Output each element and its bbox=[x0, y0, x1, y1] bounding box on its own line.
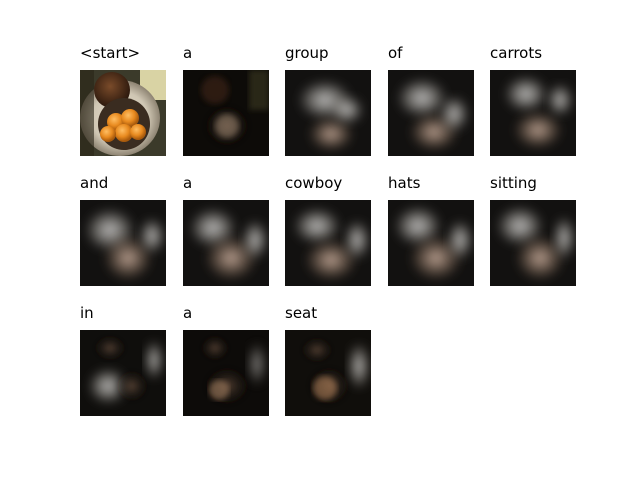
attention-map bbox=[285, 330, 371, 416]
caption-word: hats bbox=[388, 174, 421, 192]
attention-map bbox=[183, 200, 269, 286]
caption-word: sitting bbox=[490, 174, 537, 192]
caption-word: of bbox=[388, 44, 403, 62]
attention-map bbox=[285, 70, 371, 156]
source-image bbox=[80, 70, 166, 156]
caption-word: seat bbox=[285, 304, 318, 322]
caption-word: in bbox=[80, 304, 94, 322]
attention-map bbox=[80, 200, 166, 286]
attention-map bbox=[183, 330, 269, 416]
caption-word: a bbox=[183, 174, 193, 192]
caption-word: <start> bbox=[80, 44, 141, 62]
caption-word: cowboy bbox=[285, 174, 343, 192]
attention-map bbox=[388, 70, 474, 156]
caption-word: a bbox=[183, 44, 193, 62]
attention-map bbox=[490, 200, 576, 286]
attention-map bbox=[80, 330, 166, 416]
attention-map bbox=[183, 70, 269, 156]
attention-map bbox=[285, 200, 371, 286]
attention-map bbox=[490, 70, 576, 156]
caption-word: group bbox=[285, 44, 329, 62]
caption-word: a bbox=[183, 304, 193, 322]
caption-word: and bbox=[80, 174, 109, 192]
attention-map bbox=[388, 200, 474, 286]
caption-word: carrots bbox=[490, 44, 543, 62]
